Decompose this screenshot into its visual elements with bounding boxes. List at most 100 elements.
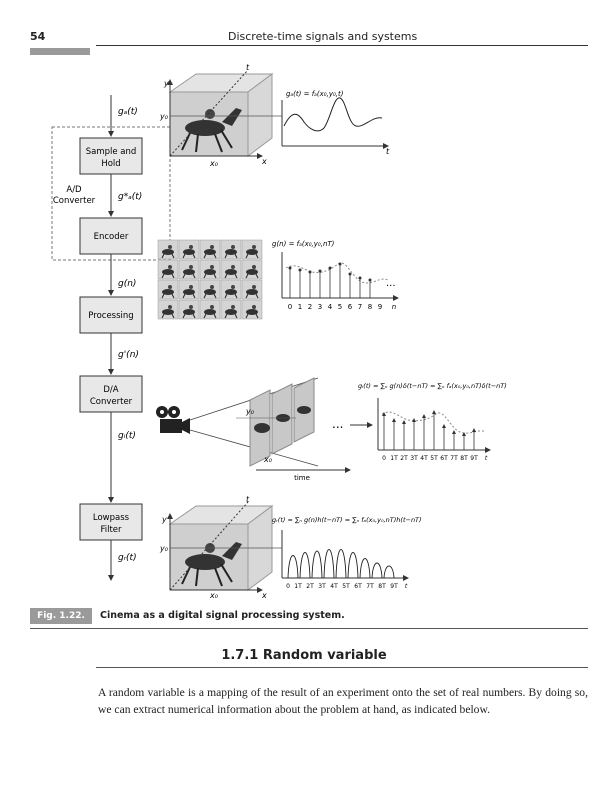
sample-stem xyxy=(368,278,372,298)
film-frame xyxy=(241,279,263,300)
reconstruction-pulse xyxy=(383,565,395,579)
film-frame xyxy=(220,279,242,300)
panel2-tick-0: 0 xyxy=(288,303,292,311)
sample-stem xyxy=(338,262,342,298)
panel2-tick-9: 9 xyxy=(378,303,382,311)
reconstruction-pulse xyxy=(299,552,311,579)
panel3-tick-8: 8T xyxy=(460,455,468,462)
da-converter-label-2: Converter xyxy=(90,397,133,407)
panel2-tick-2: 2 xyxy=(308,303,312,311)
section-heading: 1.7.1 Random variable xyxy=(221,648,387,663)
sample-stem xyxy=(318,269,322,298)
panel4-tick-0: 0 xyxy=(286,583,290,590)
panel4-tick-5: 5T xyxy=(342,583,350,590)
panel2-tick-6: 6 xyxy=(348,303,353,311)
cinema-dsp-figure: gₐ(t) Sample and Hold g*ₐ(t) A/D Convert… xyxy=(51,63,507,600)
film-frame xyxy=(241,239,263,260)
panel3-impulses xyxy=(382,410,476,450)
ad-converter-label-1: A/D xyxy=(66,185,82,195)
signal-gn: g(n) xyxy=(118,279,136,289)
panel4-tick-8: 8T xyxy=(378,583,386,590)
panel3-tick-5: 5T xyxy=(430,455,438,462)
panel3-tick-9: 9T xyxy=(470,455,478,462)
impulse-stem xyxy=(472,428,476,450)
film-frame xyxy=(178,259,200,280)
reconstruction-pulse xyxy=(311,550,323,579)
header-rule xyxy=(96,45,588,46)
ad-converter-label-2: Converter xyxy=(53,196,96,206)
panel4-formula: gᵣ(t) = ∑ₙ g(n)h(t−nT) = ∑ₙ fₐ(x₀,y₀,nT)… xyxy=(272,516,422,524)
film-frame xyxy=(199,299,221,320)
panel3-tick-4: 4T xyxy=(420,455,428,462)
sample-stem xyxy=(348,272,352,298)
film-frame xyxy=(241,259,263,280)
header-bar xyxy=(30,48,90,55)
impulse-stem xyxy=(412,418,416,450)
film-frame xyxy=(178,299,200,320)
film-frame xyxy=(199,279,221,300)
impulse-stem xyxy=(402,420,406,450)
lowpass-label-2: Filter xyxy=(100,525,122,535)
sample-hold-block xyxy=(79,137,143,175)
panel4-tick-2: 2T xyxy=(306,583,314,590)
processing-label: Processing xyxy=(88,311,133,321)
panel2-formula: g(n) = fₐ(x₀,y₀,nT) xyxy=(272,240,335,248)
panel4-x0: x₀ xyxy=(209,591,219,600)
film-frame xyxy=(220,239,242,260)
running-title: Discrete-time signals and systems xyxy=(228,30,418,43)
panel3-tick-0: 0 xyxy=(382,455,386,462)
panel2-ellipsis: ... xyxy=(386,278,396,289)
reconstruction-pulse xyxy=(359,558,371,579)
panel4-tick-6: 6T xyxy=(354,583,362,590)
sample-stem xyxy=(288,266,292,298)
panel2-tick-7: 7 xyxy=(358,303,362,311)
panel3-y0: y₀ xyxy=(245,407,255,416)
sample-hold-label-1: Sample and xyxy=(86,147,137,157)
panel3-formula: gᵢ(t) = ∑ₙ g(n)δ(t−nT) = ∑ₙ fₐ(x₀,y₀,nT)… xyxy=(358,382,507,390)
impulse-stem xyxy=(422,414,426,450)
caption-rule xyxy=(30,628,588,629)
reconstruction-pulse xyxy=(335,549,347,579)
panel3-tick-t: t xyxy=(485,455,488,462)
lowpass-filter-block xyxy=(79,503,143,541)
panel4-reconstructed-pulses xyxy=(287,549,395,579)
panel1-continuous-signal xyxy=(283,97,383,132)
sample-hold-label-2: Hold xyxy=(101,159,120,169)
panel1-x0: x₀ xyxy=(209,159,219,168)
panel4-tick-4: 4T xyxy=(330,583,338,590)
signal-gr: gᵣ(t) xyxy=(118,553,137,563)
impulse-stem xyxy=(392,418,396,450)
film-frame xyxy=(199,259,221,280)
panel3-tick-3: 3T xyxy=(410,455,418,462)
panel2-tick-n: n xyxy=(392,303,396,311)
panel4-axis-t: t xyxy=(246,495,250,504)
panel2-tick-5: 5 xyxy=(338,303,342,311)
projected-frames xyxy=(249,377,315,467)
panel1-formula: gₐ(t) = fₐ(x₀,y₀,t) xyxy=(286,90,344,98)
panel1-plot-t: t xyxy=(386,147,390,156)
panel1-scene-cube xyxy=(168,73,274,157)
panel4-axis-x: x xyxy=(261,591,267,600)
panel4-tick-1: 1T xyxy=(294,583,302,590)
panel1-y0: y₀ xyxy=(159,112,169,121)
panel3-tick-7: 7T xyxy=(450,455,458,462)
panel4-tick-3: 3T xyxy=(318,583,326,590)
film-frame xyxy=(178,239,200,260)
impulse-stem xyxy=(432,410,436,450)
panel3-x0: x₀ xyxy=(263,455,273,464)
panel1-axis-x: x xyxy=(261,157,267,166)
panel2-tick-8: 8 xyxy=(368,303,372,311)
sample-stem xyxy=(328,266,332,298)
panel2-tick-3: 3 xyxy=(318,303,322,311)
encoder-block xyxy=(79,217,143,255)
reconstruction-pulse xyxy=(347,552,359,579)
panel4-y0: y₀ xyxy=(159,544,169,553)
impulse-stem xyxy=(452,430,456,450)
sample-stem xyxy=(298,268,302,298)
reconstruction-pulse xyxy=(371,562,383,579)
film-frame xyxy=(157,279,179,300)
page-number: 54 xyxy=(30,30,46,43)
projector-icon xyxy=(156,406,190,434)
panel2-frame-grid xyxy=(157,239,263,320)
panel2-stems xyxy=(288,262,372,298)
